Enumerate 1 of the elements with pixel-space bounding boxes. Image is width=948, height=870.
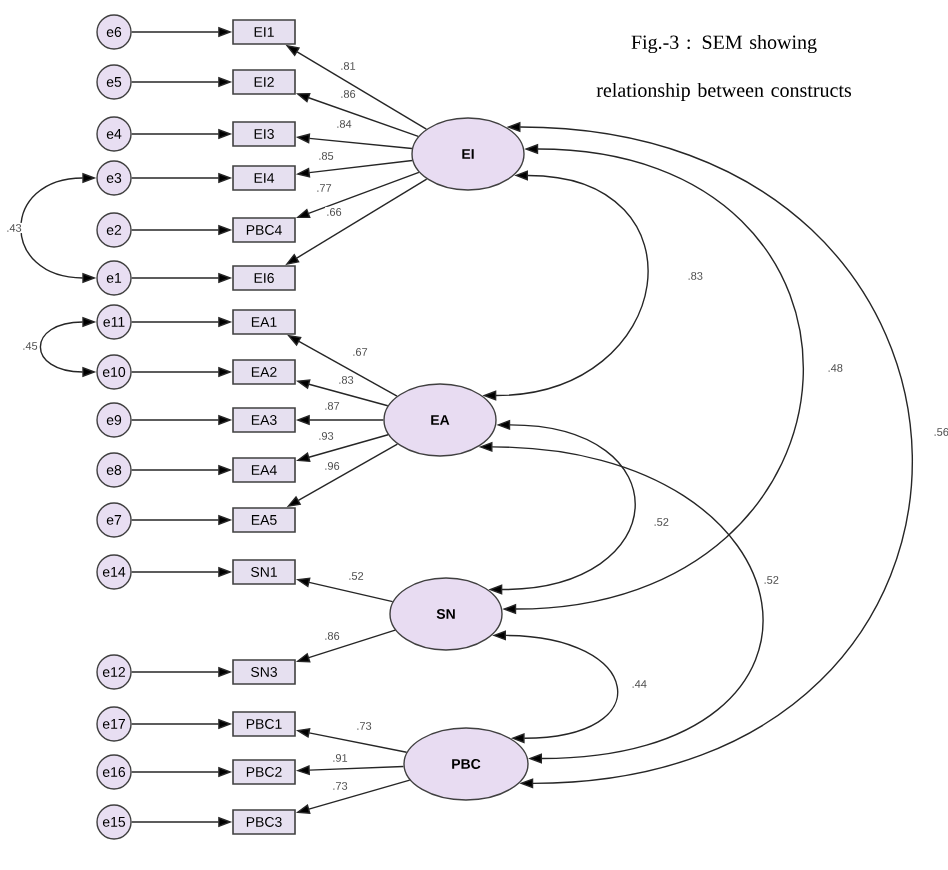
title: Fig.-3 : SEM showing relationship between constructs (596, 34, 852, 102)
